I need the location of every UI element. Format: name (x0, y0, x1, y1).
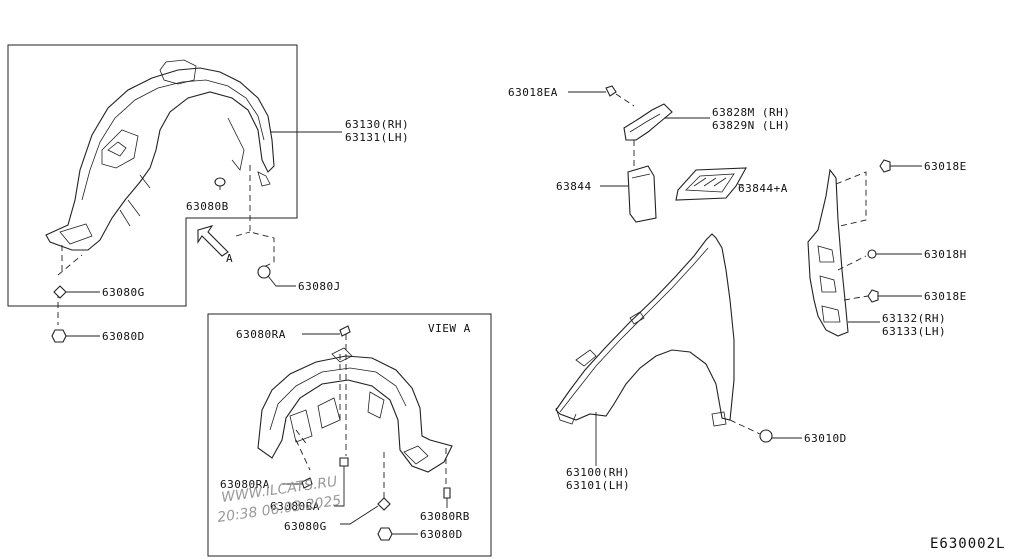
clip-63080B[interactable] (214, 177, 226, 187)
callout-63080G-view[interactable]: 63080G (284, 520, 327, 533)
callout-63080RA-top[interactable]: 63080RA (236, 328, 286, 341)
screw-63080D-view[interactable] (377, 527, 393, 541)
callout-63133[interactable]: 63133(LH) (882, 325, 946, 338)
arrow-label-a: A (226, 252, 233, 265)
clip-63080RB[interactable] (443, 487, 451, 499)
main-liner-frame (7, 44, 298, 307)
view-a-label: VIEW A (428, 322, 471, 335)
fender-liner[interactable] (45, 59, 275, 251)
clip-63080G-view[interactable] (377, 497, 391, 511)
clip-63080J[interactable] (257, 265, 271, 279)
bolt-63010D[interactable] (759, 429, 773, 443)
callout-63080RA-left[interactable]: 63080RA (220, 478, 270, 491)
callout-63101[interactable]: 63101(LH) (566, 479, 630, 492)
bracket-63828M[interactable] (623, 103, 673, 141)
callout-63828M[interactable]: 63828M (RH) (712, 106, 790, 119)
callout-63018H[interactable]: 63018H (924, 248, 967, 261)
view-a-frame (207, 313, 492, 557)
callout-63010D[interactable]: 63010D (804, 432, 847, 445)
callout-63018EA[interactable]: 63018EA (508, 86, 558, 99)
clip-63080G[interactable] (53, 285, 67, 299)
callout-63130[interactable]: 63130(RH) (345, 118, 409, 131)
clip-63018E-top[interactable] (879, 159, 891, 173)
clip-63018EA[interactable] (605, 85, 617, 97)
callout-63100[interactable]: 63100(RH) (566, 466, 630, 479)
callout-63829N[interactable]: 63829N (LH) (712, 119, 790, 132)
callout-63080J[interactable]: 63080J (298, 280, 341, 293)
callout-63018E-bottom[interactable]: 63018E (924, 290, 967, 303)
callout-63080RB[interactable]: 63080RB (420, 510, 470, 523)
callout-63080G[interactable]: 63080G (102, 286, 145, 299)
clip-63080RA-top[interactable] (339, 325, 351, 337)
callout-63131[interactable]: 63131(LH) (345, 131, 409, 144)
callout-63080D-view[interactable]: 63080D (420, 528, 463, 541)
diagram-code: E630002L (930, 536, 1005, 552)
callout-63018E-top[interactable]: 63018E (924, 160, 967, 173)
insulator-63844A[interactable] (675, 167, 747, 201)
callout-63080B[interactable]: 63080B (186, 200, 229, 213)
callout-63080D[interactable]: 63080D (102, 330, 145, 343)
view-arrow-a (197, 225, 229, 257)
callout-63132[interactable]: 63132(RH) (882, 312, 946, 325)
view-a-liner (257, 347, 453, 473)
screw-63080D[interactable] (51, 329, 67, 343)
clip-63018H[interactable] (867, 249, 877, 259)
fender-protector-63132[interactable] (807, 168, 849, 337)
clip-63080RA-left[interactable] (301, 477, 313, 489)
clip-63080BA[interactable] (339, 457, 349, 467)
front-fender-63100[interactable] (555, 233, 735, 427)
callout-63080BA[interactable]: 63080BA (270, 500, 320, 513)
clip-63018E-bottom[interactable] (867, 289, 879, 303)
callout-63844A[interactable]: 63844+A (738, 182, 788, 195)
callout-63844[interactable]: 63844 (556, 180, 592, 193)
insulator-63844[interactable] (627, 165, 657, 223)
